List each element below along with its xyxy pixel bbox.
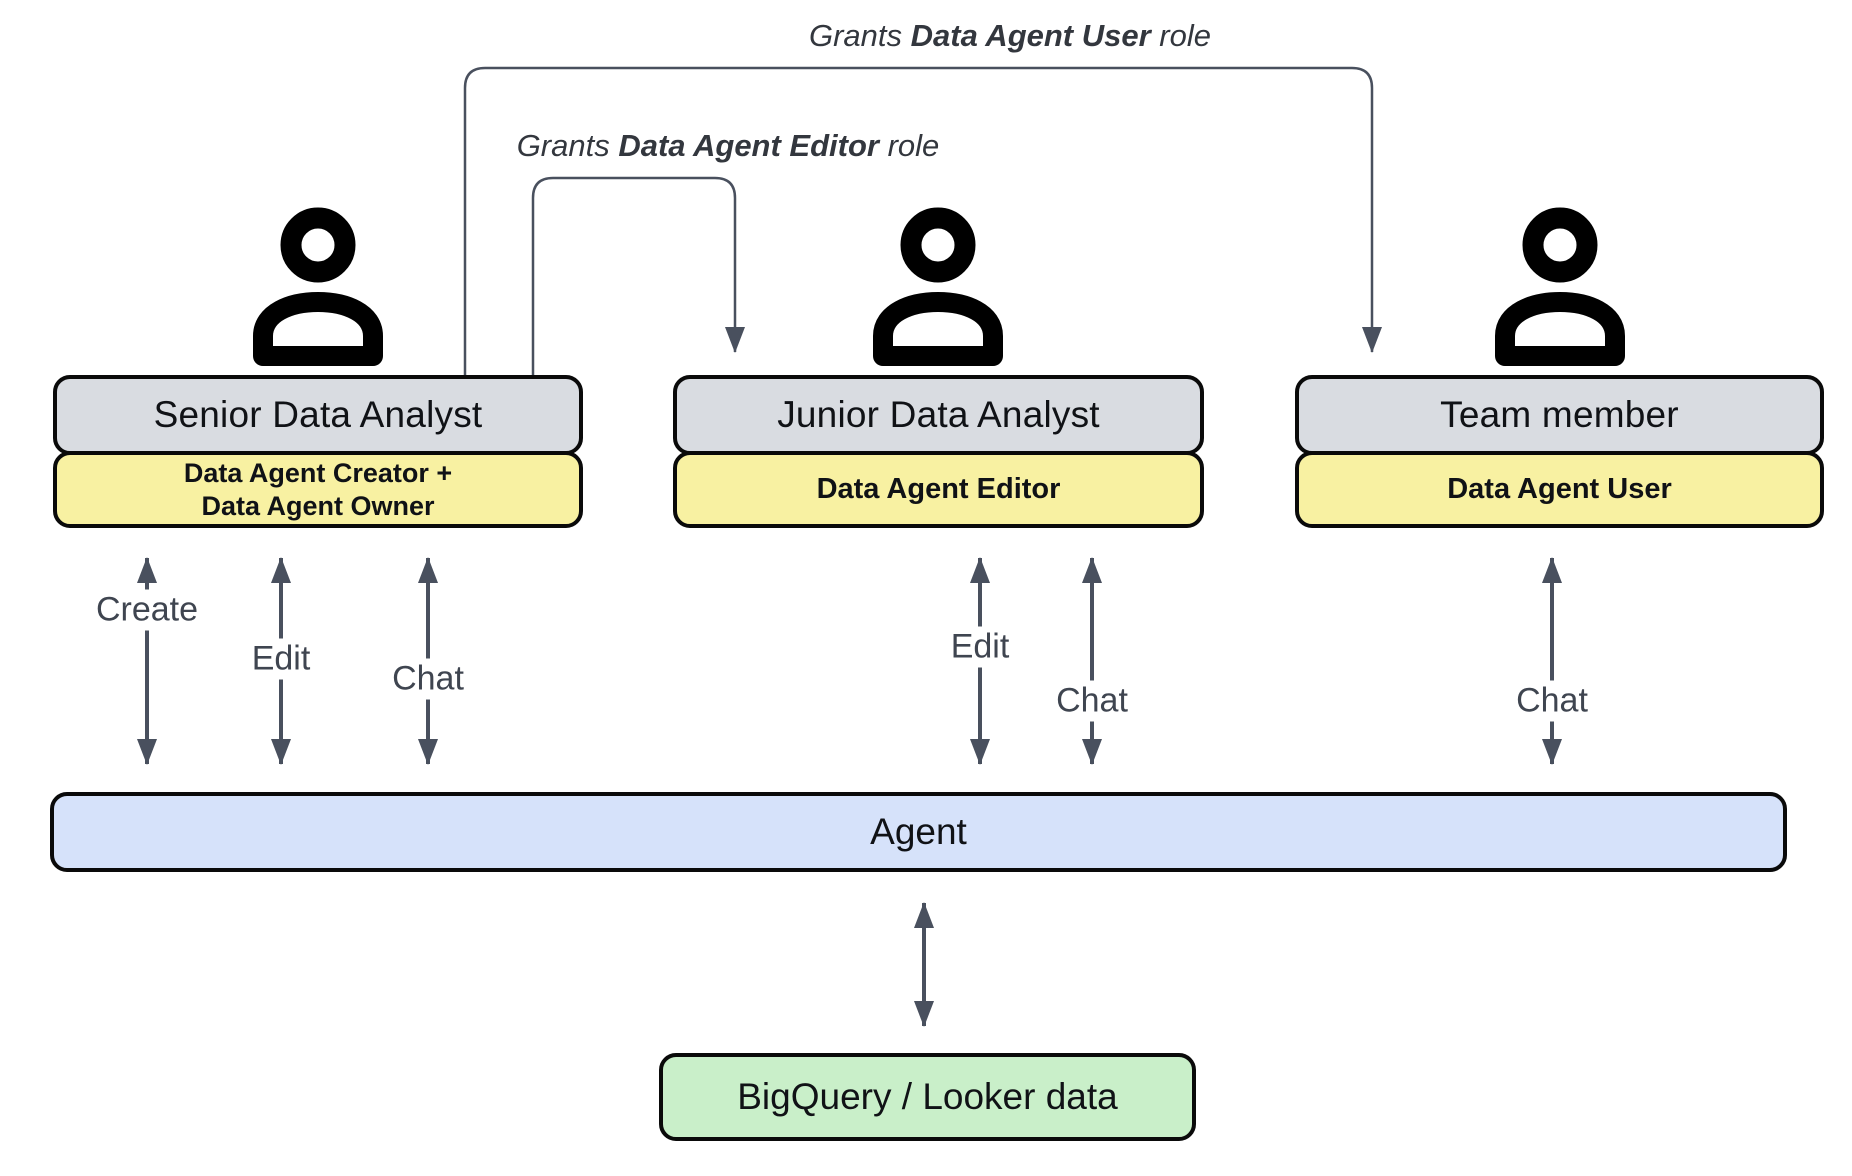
person-icon xyxy=(1495,207,1625,366)
datasource-label: BigQuery / Looker data xyxy=(737,1076,1118,1117)
agent-bar: Agent xyxy=(50,792,1787,872)
grant-user-label: Grants Data Agent User role xyxy=(802,18,1218,54)
team-chat-label: Chat xyxy=(1507,680,1597,722)
junior-edit-label: Edit xyxy=(941,626,1019,668)
senior-role-line-2: Data Agent Owner xyxy=(201,490,435,521)
junior-role-line-1: Data Agent Editor xyxy=(816,472,1061,505)
grant-editor-prefix: Grants xyxy=(516,128,610,163)
team-member-title: Team member xyxy=(1440,394,1679,435)
senior-analyst-role-badge: Data Agent Creator + Data Agent Owner xyxy=(53,451,583,528)
junior-analyst-role-badge: Data Agent Editor xyxy=(673,451,1204,528)
grant-user-suffix: role xyxy=(1159,18,1212,53)
grant-editor-suffix: role xyxy=(887,128,940,163)
create-label: Create xyxy=(86,589,208,631)
junior-analyst-title: Junior Data Analyst xyxy=(777,394,1100,435)
junior-chat-label: Chat xyxy=(1047,680,1137,722)
person-icon xyxy=(873,207,1003,366)
senior-edit-label: Edit xyxy=(242,638,320,680)
team-member-title-box: Team member xyxy=(1295,375,1824,455)
senior-analyst-title-box: Senior Data Analyst xyxy=(53,375,583,455)
person-icon xyxy=(253,207,383,366)
agent-label: Agent xyxy=(870,811,967,852)
grant-user-prefix: Grants xyxy=(808,18,903,53)
grant-editor-connector-arrow xyxy=(531,176,745,375)
grant-user-role: Data Agent User xyxy=(910,18,1151,53)
senior-analyst-title: Senior Data Analyst xyxy=(153,394,483,435)
datasource-box: BigQuery / Looker data xyxy=(659,1053,1196,1141)
junior-analyst-title-box: Junior Data Analyst xyxy=(673,375,1204,455)
team-role-line-1: Data Agent User xyxy=(1447,472,1672,505)
grant-editor-label: Grants Data Agent Editor role xyxy=(510,128,946,164)
team-member-role-badge: Data Agent User xyxy=(1295,451,1824,528)
senior-role-line-1: Data Agent Creator + xyxy=(183,457,453,488)
senior-chat-label: Chat xyxy=(383,658,473,700)
grant-editor-role: Data Agent Editor xyxy=(618,128,879,163)
